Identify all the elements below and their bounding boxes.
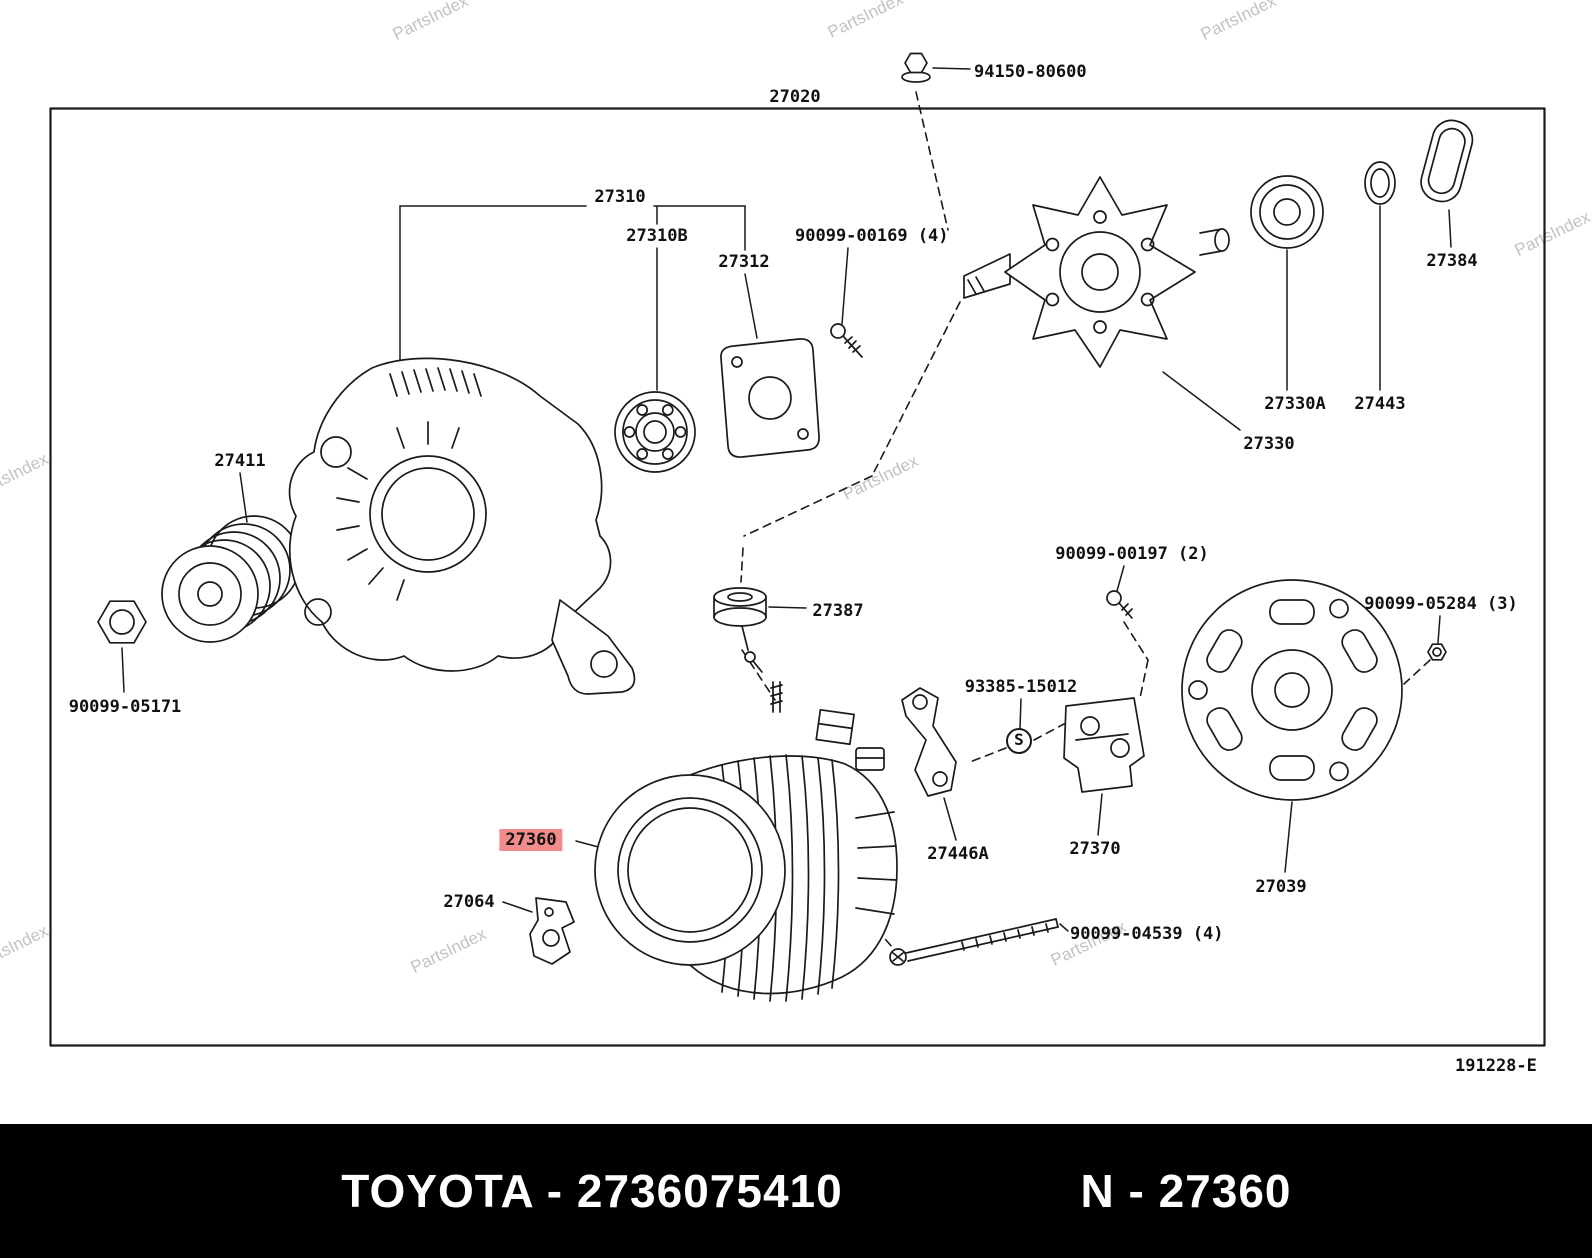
rear-bearing-drawing (1250, 175, 1324, 249)
part-label-27370: 27370 (1069, 839, 1121, 859)
part-label-94150-80600: 94150-80600 (974, 62, 1087, 82)
assembly-axis-dashed-lines (740, 91, 1431, 949)
part-label-27310B: 27310B (626, 226, 688, 246)
part-label-27330A: 27330A (1264, 394, 1326, 414)
part-label-27384: 27384 (1426, 251, 1478, 271)
part-label-90099-00197: 90099-00197 (2) (1055, 544, 1209, 564)
retainer-screw-drawing (830, 323, 863, 358)
insulator-cover-drawing (1420, 119, 1474, 203)
shaft-nut-drawing (901, 52, 931, 83)
terminal-insulator-drawing (713, 587, 767, 673)
part-label-27330: 27330 (1243, 434, 1295, 454)
rear-cover-drawing (1181, 579, 1403, 801)
part-label-27387: 27387 (812, 601, 864, 621)
part-label-27360-highlighted: 27360 (499, 829, 563, 851)
front-bracket-drawing (288, 357, 636, 695)
part-label-27312: 27312 (718, 252, 770, 272)
screw-symbol-s: S (1006, 728, 1032, 754)
terminal-strap-drawing (901, 687, 957, 797)
rotor-drawing (963, 176, 1230, 368)
part-label-27446A: 27446A (927, 844, 989, 864)
leader-lines (121, 67, 1452, 932)
pulley-drawing (161, 515, 301, 643)
stator-drawing (594, 681, 898, 1002)
cover-nut-drawing (1427, 643, 1447, 661)
through-bolt-drawing (889, 918, 1059, 966)
lead-clamp-drawing (529, 897, 575, 965)
part-label-90099-05171: 90099-05171 (68, 697, 182, 717)
part-label-27411: 27411 (214, 451, 266, 471)
sheet-code: 191228-E (1455, 1056, 1537, 1076)
regulator-screw-drawing (1106, 590, 1133, 619)
regulator-drawing (1063, 697, 1145, 793)
part-label-90099-04539: 90099-04539 (4) (1070, 924, 1224, 944)
footer-part-number: N - 27360 (1080, 1165, 1292, 1217)
bearing-retainer-drawing (720, 338, 820, 458)
part-label-93385-15012: 93385-15012 (964, 677, 1078, 697)
part-label-27064: 27064 (443, 892, 495, 912)
front-bearing-drawing (614, 391, 696, 473)
part-label-90099-00169: 90099-00169 (4) (795, 226, 949, 246)
part-label-90099-05284: 90099-05284 (3) (1364, 594, 1518, 614)
footer-part-title: TOYOTA - 2736075410 (341, 1165, 843, 1217)
bearing-ring-drawing (1364, 161, 1396, 205)
part-label-27310: 27310 (594, 187, 646, 207)
diagram-frame (49, 107, 1546, 1047)
footer-bar: TOYOTA - 2736075410 N - 27360 (0, 1124, 1592, 1258)
part-label-27039: 27039 (1255, 877, 1307, 897)
part-label-27443: 27443 (1354, 394, 1406, 414)
part-label-27020: 27020 (769, 87, 821, 107)
pulley-nut-drawing (97, 600, 147, 644)
